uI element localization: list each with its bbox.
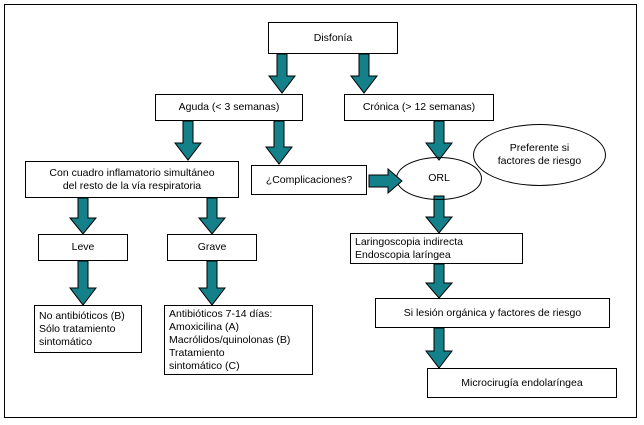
arrow-aguda-to-cuadro-inflamatorio [173, 120, 203, 161]
arrow-cuadro-inflamatorio-to-leve [68, 197, 98, 235]
node-disfonia-label: Disfonía [313, 31, 353, 44]
node-lesion-organica: Si lesión orgánica y factores de riesgo [375, 298, 610, 328]
diagram-frame [4, 4, 637, 418]
arrow-cuadro-inflamatorio-to-grave [197, 197, 227, 235]
node-grave: Grave [167, 234, 257, 261]
node-laringoscopia: Laringoscopia indirecta Endoscopia larín… [350, 233, 523, 264]
node-microcirugia: Microcirugía endolaríngea [427, 368, 617, 398]
node-microcirugia-label: Microcirugía endolaríngea [461, 376, 583, 389]
node-orl: ORL [396, 157, 482, 200]
node-lesion-organica-label: Si lesión orgánica y factores de riesgo [403, 306, 582, 319]
arrow-disfonia-to-aguda [267, 53, 297, 94]
node-aguda-label: Aguda (< 3 semanas) [178, 101, 280, 113]
node-leve-label: Leve [71, 241, 95, 253]
node-antibioticos-label: Antibióticos 7-14 días: Amoxicilina (A) … [169, 307, 291, 372]
node-cronica-label: Crónica (> 12 semanas) [362, 101, 476, 113]
node-antibioticos: Antibióticos 7-14 días: Amoxicilina (A) … [164, 305, 313, 375]
arrow-grave-to-antibioticos [197, 260, 227, 306]
node-complicaciones: ¿Complicaciones? [251, 165, 367, 195]
arrow-orl-to-laringoscopia [424, 195, 454, 234]
node-disfonia: Disfonía [268, 22, 398, 54]
node-laringoscopia-label: Laringoscopia indirecta Endoscopia larín… [355, 235, 463, 261]
node-complicaciones-label: ¿Complicaciones? [265, 173, 353, 186]
arrow-disfonia-to-cronica [349, 53, 379, 94]
node-preferente-label: Preferente si factores de riesgo [497, 142, 582, 167]
arrow-complicaciones-to-orl [368, 167, 403, 195]
node-grave-label: Grave [197, 241, 227, 253]
node-preferente-factores-riesgo: Preferente si factores de riesgo [473, 124, 606, 186]
arrow-leve-to-no-antibioticos [68, 260, 98, 306]
node-aguda: Aguda (< 3 semanas) [155, 94, 303, 121]
node-orl-label: ORL [428, 172, 450, 184]
arrow-laringoscopia-to-lesion [424, 263, 454, 299]
node-cuadro-inflamatorio-label: Con cuadro inflamatorio simultáneo del r… [49, 166, 215, 192]
arrow-aguda-to-complicaciones [264, 120, 294, 165]
arrow-lesion-to-microcirugia [424, 327, 454, 369]
node-no-antibioticos-label: No antibióticos (B) Sólo tratamiento sin… [39, 309, 125, 348]
node-cuadro-inflamatorio: Con cuadro inflamatorio simultáneo del r… [25, 161, 239, 198]
node-leve: Leve [38, 234, 128, 261]
node-no-antibioticos: No antibióticos (B) Sólo tratamiento sin… [34, 305, 142, 353]
arrow-cronica-to-orl [424, 120, 454, 161]
node-cronica: Crónica (> 12 semanas) [344, 94, 494, 121]
